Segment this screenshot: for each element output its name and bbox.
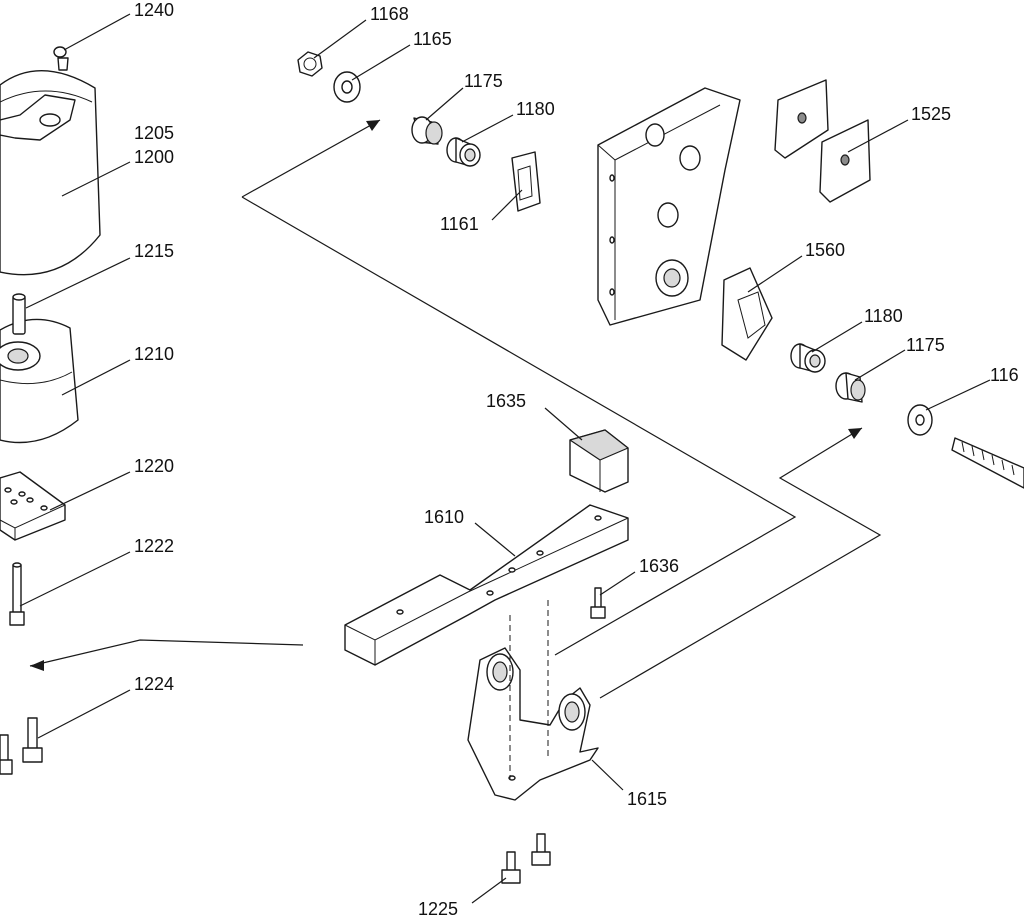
callout-leaders — [19, 13, 991, 904]
cap-1635 — [569, 429, 629, 493]
stud-1215 — [12, 293, 26, 335]
callout-1525: 1525 — [911, 104, 951, 124]
bolt-1636 — [590, 587, 606, 619]
callout-1215: 1215 — [134, 241, 174, 261]
callout-116x: 116 — [990, 365, 1019, 385]
callout-1225: 1225 — [418, 899, 458, 917]
callout-1180-right: 1180 — [864, 306, 903, 326]
callout-1220: 1220 — [134, 456, 174, 476]
callout-1210: 1210 — [134, 344, 174, 364]
piston-1210 — [0, 318, 79, 444]
callout-1615: 1615 — [627, 789, 667, 809]
callout-1636: 1636 — [639, 556, 679, 576]
callout-1161: 1161 — [440, 214, 479, 234]
washer-right — [907, 404, 933, 436]
callout-1168: 1168 — [370, 4, 409, 24]
callout-1180-top: 1180 — [516, 99, 555, 119]
callout-labels: 1240 1205 1200 1215 1210 1220 1222 1224 … — [134, 0, 1019, 917]
insert-1161 — [511, 151, 541, 212]
bushing-1175-top — [411, 116, 443, 145]
callout-1635: 1635 — [486, 391, 526, 411]
wear-plates-1525 — [774, 79, 871, 203]
assembly-flow-lines — [29, 119, 882, 699]
hanger-bracket — [597, 87, 741, 326]
callout-1610: 1610 — [424, 507, 464, 527]
plate-1220 — [0, 471, 66, 541]
insert-1560 — [721, 267, 773, 361]
callout-1240: 1240 — [134, 0, 174, 20]
callout-1175-right: 1175 — [906, 335, 945, 355]
washer-1165 — [333, 71, 361, 103]
bolts-1224 — [0, 717, 43, 775]
bracket-1615 — [467, 600, 599, 801]
nut-1240 — [53, 46, 67, 58]
bushing-1175-right — [835, 372, 866, 403]
bolts-1225 — [501, 833, 551, 884]
callout-1222: 1222 — [134, 536, 174, 556]
nut-1168 — [297, 51, 323, 77]
callout-1175-top: 1175 — [464, 71, 503, 91]
air-spring-1200 — [0, 57, 101, 276]
bushing-1180-top — [446, 137, 481, 167]
callout-1200: 1200 — [134, 147, 174, 167]
callout-1560: 1560 — [805, 240, 845, 260]
callout-1165: 1165 — [413, 29, 452, 49]
beam-1610 — [344, 504, 629, 666]
callout-1224: 1224 — [134, 674, 174, 694]
callout-1205: 1205 — [134, 123, 174, 143]
bushing-1180-right — [790, 343, 826, 373]
pivot-bolt — [951, 437, 1024, 489]
bolt-1222 — [9, 562, 25, 626]
